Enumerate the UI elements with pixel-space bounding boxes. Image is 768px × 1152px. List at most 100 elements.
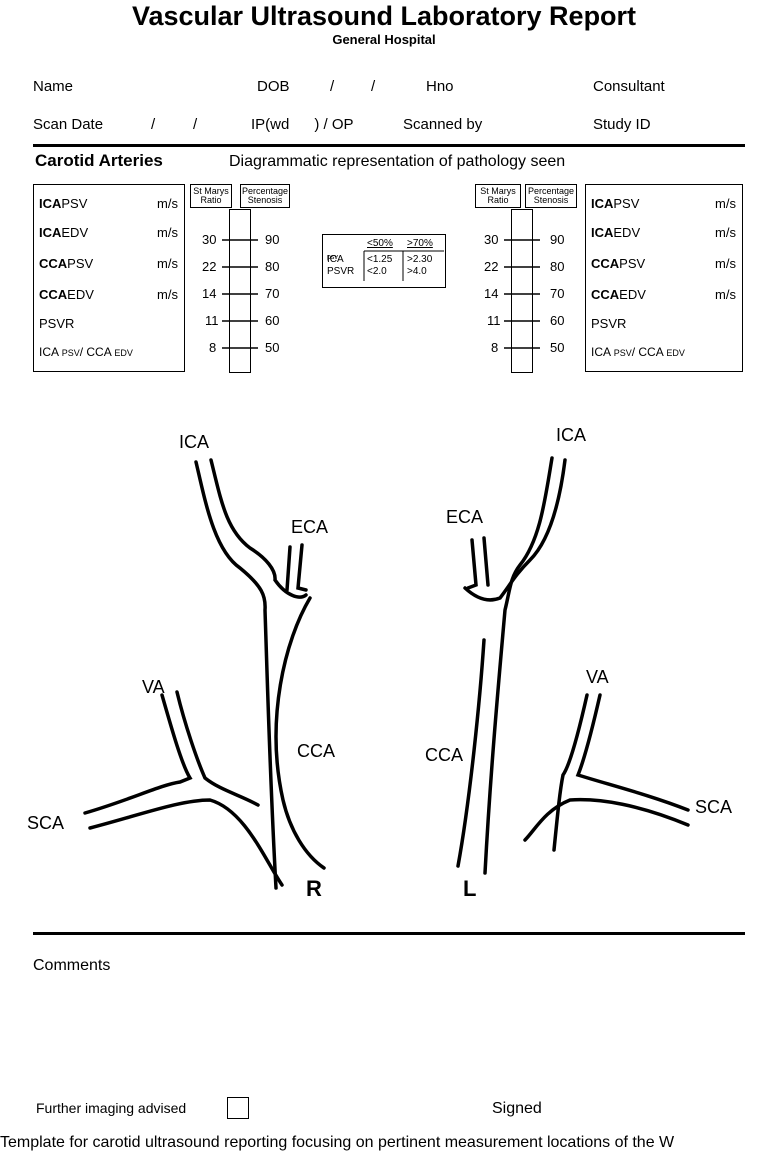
stenosis-tick-label: 80 (550, 259, 565, 274)
ratio-tick-label: 8 (209, 340, 217, 355)
left-va-label: VA (586, 667, 609, 687)
criteria-row-label: PSVR (327, 266, 355, 277)
stenosis-tick-label: 90 (550, 232, 565, 247)
measurement-row: PSVR (591, 316, 627, 331)
criteria-col-header: <50% (367, 238, 393, 249)
right-sca-label: SCA (27, 813, 65, 833)
study-id-label: Study ID (593, 116, 651, 133)
criteria-value: <1.25 (367, 254, 393, 265)
left-eca-wall (482, 536, 490, 587)
left-va-sca-wall (575, 693, 690, 812)
stenosis-tick-label: 50 (550, 340, 565, 355)
scanned-by-label: Scanned by (403, 116, 483, 133)
ratio-tick-label: 22 (202, 259, 217, 274)
stenosis-tick-label: 70 (550, 286, 565, 301)
stenosis-tick-label: 60 (265, 313, 280, 328)
left-artery-outline (463, 458, 567, 602)
hno-label: Hno (426, 78, 454, 95)
scan-date-label: Scan Date (33, 116, 104, 133)
diagram-divider (33, 932, 745, 935)
stenosis-tick-label: 70 (265, 286, 280, 301)
criteria-col-header: >70% (407, 238, 433, 249)
right-artery-outline (194, 460, 278, 890)
scan-date-separator-2: / (193, 116, 198, 133)
section-title: Carotid Arteries (35, 151, 163, 170)
right-eca-label: ECA (291, 517, 329, 537)
left-eca-wall (466, 538, 478, 590)
ratio-header: St Marys Ratio (190, 184, 232, 208)
signed-label: Signed (492, 1100, 542, 1117)
left-artery-outline (483, 456, 554, 875)
hospital-name: General Hospital (332, 32, 436, 47)
name-label: Name (33, 78, 74, 95)
right-cca-label: CCA (297, 741, 336, 761)
consultant-label: Consultant (593, 78, 665, 95)
right-eca-wall (285, 545, 292, 592)
ratio-tick-label: 22 (484, 259, 499, 274)
criteria-table-lines (363, 250, 444, 281)
right-eca-wall (296, 543, 308, 592)
scan-date-separator-1: / (151, 116, 156, 133)
stenosis-tick-label: 90 (265, 232, 280, 247)
left-va-wall (552, 693, 589, 852)
stenosis-header: Percentage Stenosis (240, 184, 290, 208)
stenosis-scale-bar (229, 209, 251, 373)
right-va-sca-wall (83, 693, 193, 815)
criteria-value: >2.30 (407, 254, 433, 265)
ratio-row: ICA PSV/ CCA EDV (39, 345, 133, 359)
ratio-header: St Marys Ratio (475, 184, 521, 208)
left-eca-label: ECA (446, 507, 484, 527)
ratio-tick-label: 14 (484, 286, 499, 301)
right-ica-label: ICA (179, 432, 210, 452)
dob-separator-2: / (371, 78, 376, 95)
right-va-label: VA (142, 677, 165, 697)
ratio-tick-label: 30 (202, 232, 217, 247)
right-cca-wall (274, 596, 326, 870)
left-cca-label: CCA (425, 745, 464, 765)
section-description: Diagrammatic representation of pathology… (229, 153, 566, 170)
further-imaging-checkbox[interactable] (227, 1097, 249, 1119)
ratio-tick-label: 30 (484, 232, 499, 247)
left-sca-label: SCA (695, 797, 733, 817)
ratio-tick-label: 11 (487, 313, 501, 328)
stenosis-header: Percentage Stenosis (525, 184, 577, 208)
ratio-row: ICA PSV/ CCA EDV (591, 345, 685, 359)
stenosis-tick-label: 60 (550, 313, 565, 328)
left-ica-label: ICA (556, 425, 587, 445)
left-cca-wall (456, 638, 486, 868)
ratio-tick-label: 11 (205, 313, 219, 328)
stenosis-scale-bar (511, 209, 533, 373)
criteria-value: <2.0 (367, 266, 387, 277)
right-side-marker: R (306, 876, 322, 901)
figure-caption: Template for carotid ultrasound reportin… (0, 1134, 675, 1151)
ratio-tick-label: 8 (491, 340, 499, 355)
report-title: Vascular Ultrasound Laboratory Report (131, 1, 637, 31)
measurement-row: PSVR (39, 316, 75, 331)
ratio-tick-label: 14 (202, 286, 217, 301)
stenosis-tick-label: 80 (265, 259, 280, 274)
dob-separator-1: / (330, 78, 335, 95)
right-artery-outline (209, 458, 308, 599)
left-sca-wall (523, 797, 690, 842)
left-side-marker: L (463, 876, 477, 901)
header-divider (33, 144, 745, 147)
ip-op-label: IP(wd ) / OP (251, 116, 354, 133)
criteria-value: >4.0 (407, 266, 427, 277)
right-sca-wall (88, 798, 284, 887)
dob-label: DOB (257, 78, 290, 95)
right-va-wall (175, 690, 260, 807)
comments-label: Comments (33, 957, 111, 974)
further-imaging-label: Further imaging advised (36, 1100, 187, 1116)
